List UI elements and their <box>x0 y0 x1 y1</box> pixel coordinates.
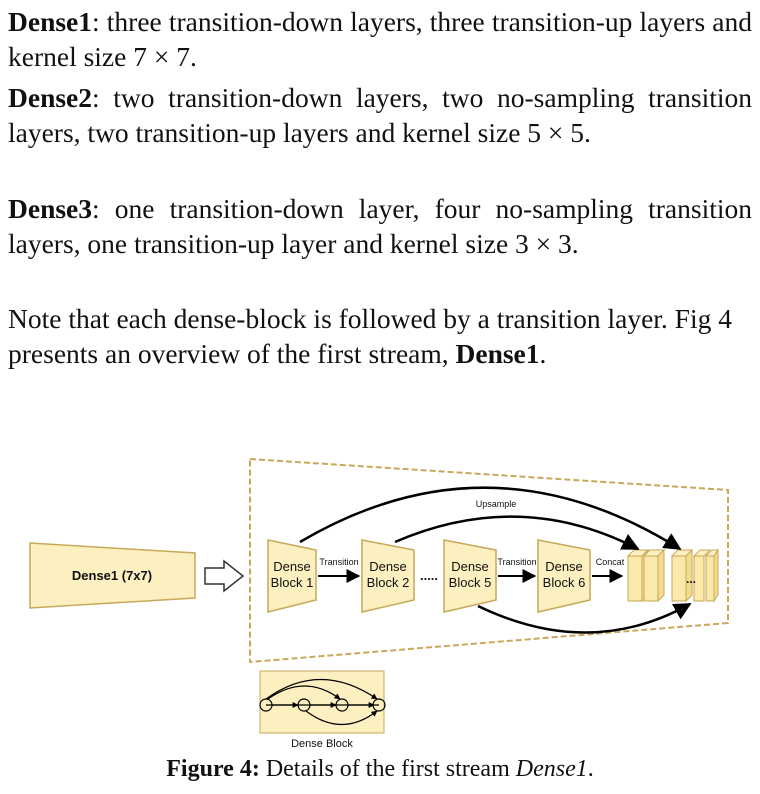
paragraph-dense1-text: : three transition-down layers, three tr… <box>8 6 752 72</box>
feature-stack-1 <box>626 548 666 603</box>
caption-text: Details of the first stream <box>259 756 516 782</box>
dense-block-inset <box>259 670 386 734</box>
paragraph-dense3: Dense3: one transition-down layer, four … <box>8 191 752 261</box>
concat-label: Concat <box>596 557 625 567</box>
dense-block-2-line1: Dense <box>369 559 407 574</box>
input-block-shape <box>29 542 196 609</box>
ellipsis-between-blocks: ..... <box>420 568 438 583</box>
paragraph-dense1: Dense1: three transition-down layers, th… <box>8 4 752 74</box>
note-text: Note that each dense-block is followed b… <box>8 303 732 369</box>
dense-block-2-line2: Block 2 <box>367 575 410 590</box>
input-arrow-icon <box>204 559 245 593</box>
caption-prefix: Figure 4: <box>166 756 260 782</box>
note-end: . <box>539 338 547 369</box>
dense-block-6: Dense Block 6 <box>537 539 591 613</box>
dense-block-5-line2: Block 5 <box>449 575 492 590</box>
paragraph-dense2-text: : two transition-down layers, two no-sam… <box>8 82 752 148</box>
dense-block-6-line1: Dense <box>545 559 583 574</box>
transition-label-2: Transition <box>497 557 536 567</box>
inset-label: Dense Block <box>291 738 353 750</box>
input-block-label: Dense1 (7x7) <box>72 568 152 583</box>
term-dense2: Dense2 <box>8 82 93 113</box>
figure-caption: Figure 4: Details of the first stream De… <box>0 756 760 783</box>
transition-label-1: Transition <box>319 557 358 567</box>
paragraph-dense2: Dense2: two transition-down layers, two … <box>8 80 752 150</box>
stack-ellipsis: ... <box>686 572 696 586</box>
inset-node-4 <box>372 698 386 712</box>
term-dense1: Dense1 <box>8 6 93 37</box>
caption-italic: Dense1 <box>515 756 588 782</box>
feature-stack-2 <box>670 548 719 603</box>
paragraph-dense3-text: : one transition-down layer, four no-sam… <box>8 193 752 259</box>
caption-end: . <box>587 756 594 782</box>
inset-node-2 <box>297 698 311 712</box>
dense-block-1: Dense Block 1 <box>267 539 317 613</box>
dense-block-1-line1: Dense <box>273 559 311 574</box>
inset-node-3 <box>335 698 349 712</box>
stream-frame <box>249 457 729 664</box>
upsample-skip-arrow-inner <box>394 515 640 551</box>
dense-block-1-line2: Block 1 <box>271 575 314 590</box>
lower-skip-arrow <box>477 602 692 634</box>
term-dense3: Dense3 <box>8 193 93 224</box>
upsample-label: Upsample <box>476 499 517 509</box>
upsample-skip-arrow-outer <box>299 486 682 551</box>
note-term: Dense1 <box>455 338 540 369</box>
dense-block-2: Dense Block 2 <box>361 539 415 613</box>
dense-block-5-line1: Dense <box>451 559 489 574</box>
dense-block-5: Dense Block 5 <box>443 539 497 613</box>
dense-block-6-line2: Block 6 <box>543 575 586 590</box>
paragraph-note: Note that each dense-block is followed b… <box>8 301 752 371</box>
